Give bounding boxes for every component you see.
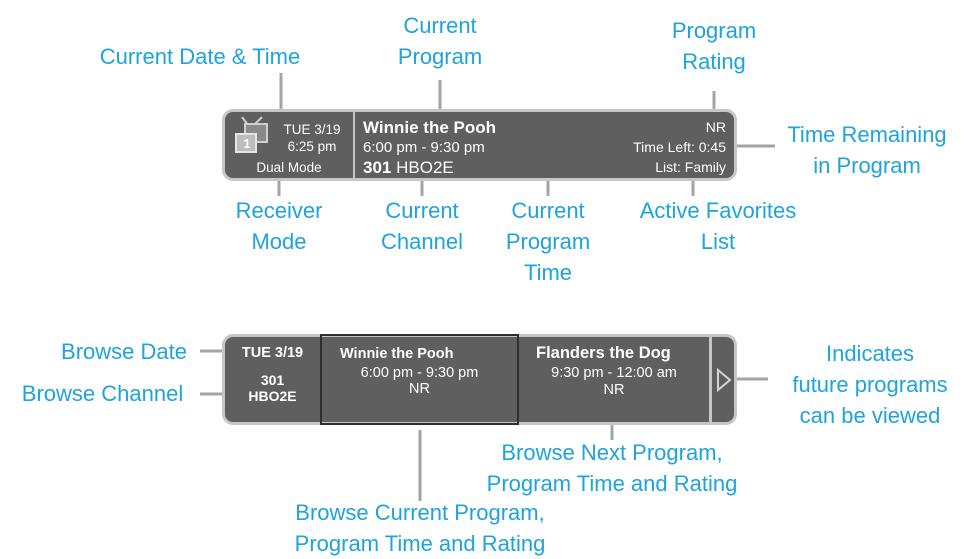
browse-channel-number: 301 <box>260 372 285 388</box>
info-date: TUE 3/19 <box>283 122 341 137</box>
receiver-mode: Dual Mode <box>256 160 322 175</box>
favorites-list: List: Family <box>655 159 726 175</box>
callout-current-date-time: Current Date & Time <box>99 44 301 69</box>
callout-future-line2: future programs <box>792 372 948 397</box>
callout-receiver-mode: Receiver Mode <box>214 195 344 257</box>
callout-current-program-line1: Current <box>403 13 477 38</box>
browse-current-program[interactable]: Winnie the Pooh 6:00 pm - 9:30 pm NR <box>320 334 519 425</box>
callout-current-program-line2: Program <box>397 44 483 69</box>
browse-current-time: 6:00 pm - 9:30 pm <box>360 365 479 381</box>
callout-program-rating-line1: Program <box>671 18 757 43</box>
callout-browse-current-line2: Program Time and Rating <box>294 531 546 556</box>
callout-browse-next-line1: Browse Next Program, <box>501 440 723 465</box>
time-left: Time Left: 0:45 <box>633 139 726 155</box>
callout-future-line1: Indicates <box>825 341 915 366</box>
callout-current-program: Current Program <box>380 10 500 72</box>
browse-current-rating: NR <box>409 381 430 397</box>
callout-favorites-line2: List <box>700 229 736 254</box>
callout-time-remaining-line1: Time Remaining <box>787 122 947 147</box>
callout-favorites-line1: Active Favorites <box>639 198 797 223</box>
callout-active-favorites: Active Favorites List <box>608 195 828 257</box>
callout-current-channel-line1: Current <box>385 198 459 223</box>
callout-current-channel: Current Channel <box>362 195 482 257</box>
browse-channel-name: HBO2E <box>248 388 297 404</box>
tv-icon: 1 <box>234 116 270 154</box>
callout-program-time-line2: Program <box>505 229 591 254</box>
browse-banner: TUE 3/19 301 HBO2E Winnie the Pooh 6:00 … <box>222 334 737 425</box>
program-title: Winnie the Pooh <box>363 118 497 137</box>
callout-browse-date: Browse Date <box>61 339 187 364</box>
info-left-section: 1 TUE 3/19 6:25 pm Dual Mode <box>225 112 355 178</box>
callout-program-time-line3: Time <box>523 260 573 285</box>
callout-browse-current-line1: Browse Current Program, <box>295 500 545 525</box>
callout-current-channel-line2: Channel <box>381 229 463 254</box>
callout-browse-channel: Browse Channel <box>21 381 184 406</box>
browse-next-rating: NR <box>603 382 625 398</box>
channel-name: HBO2E <box>396 158 454 177</box>
callout-time-remaining: Time Remaining in Program <box>777 119 957 181</box>
future-programs-arrow[interactable] <box>709 337 734 422</box>
right-arrow-icon <box>717 368 732 392</box>
callout-program-time-line1: Current <box>511 198 585 223</box>
callout-program-rating-line2: Rating <box>682 49 746 74</box>
browse-next-program[interactable]: Flanders the Dog 9:30 pm - 12:00 am NR <box>519 337 709 422</box>
browse-current-title: Winnie the Pooh <box>340 346 454 362</box>
callout-current-program-time: Current Program Time <box>488 195 608 288</box>
program-rating: NR <box>705 119 726 135</box>
callout-browse-next: Browse Next Program, Program Time and Ra… <box>462 437 762 499</box>
callout-receiver-mode-line1: Receiver <box>235 198 323 223</box>
tv-icon-channel: 1 <box>243 136 251 151</box>
info-time: 6:25 pm <box>287 139 337 154</box>
program-time: 6:00 pm - 9:30 pm <box>363 139 485 156</box>
callout-future-line3: can be viewed <box>799 403 941 428</box>
channel-number: 301 <box>363 158 392 177</box>
callout-program-rating: Program Rating <box>654 15 774 77</box>
callout-browse-current: Browse Current Program, Program Time and… <box>240 497 600 559</box>
info-banner: 1 TUE 3/19 6:25 pm Dual Mode Winnie the … <box>222 109 737 181</box>
callout-receiver-mode-line2: Mode <box>251 229 307 254</box>
callout-browse-next-line2: Program Time and Rating <box>486 471 738 496</box>
callout-time-remaining-line2: in Program <box>813 153 921 178</box>
browse-left-section: TUE 3/19 301 HBO2E <box>225 337 320 422</box>
browse-next-title: Flanders the Dog <box>536 344 671 362</box>
callout-future-programs: Indicates future programs can be viewed <box>770 338 970 431</box>
browse-next-time: 9:30 pm - 12:00 am <box>551 365 677 381</box>
channel-line: 301 HBO2E <box>363 158 454 178</box>
browse-date: TUE 3/19 <box>241 345 304 361</box>
